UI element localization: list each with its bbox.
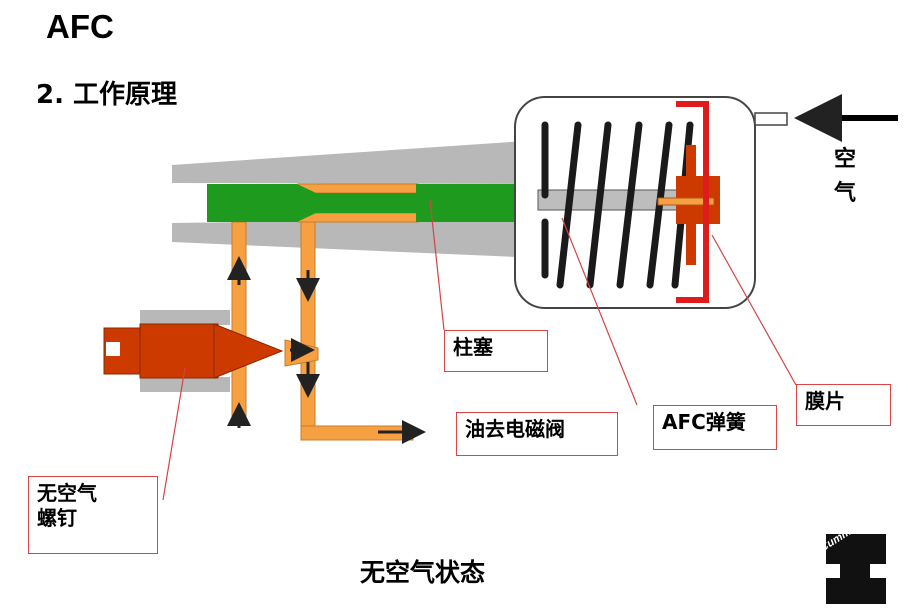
page-title: AFC <box>46 8 114 45</box>
no-air-screw-label: 无空气 螺钉 <box>28 476 158 554</box>
no-air-screw-label-line2: 螺钉 <box>37 506 77 530</box>
cummins-logo: Cummins <box>816 517 896 608</box>
air-label-line2: 气 <box>833 181 856 206</box>
plunger-label: 柱塞 <box>444 330 548 372</box>
no-air-screw <box>103 310 284 392</box>
section-subtitle: 2. 工作原理 <box>36 80 178 110</box>
air-label: 空 气 <box>830 143 860 211</box>
state-caption: 无空气状态 <box>360 558 486 587</box>
air-tube <box>754 112 788 126</box>
no-air-screw-label-line1: 无空气 <box>37 481 97 505</box>
afc-spring-label: AFC弹簧 <box>653 405 777 450</box>
to-solenoid-valve-label: 油去电磁阀 <box>456 412 618 456</box>
housing-lower <box>172 218 540 258</box>
housing-upper <box>172 140 540 184</box>
air-label-line1: 空 <box>833 147 856 172</box>
diaphragm-label: 膜片 <box>796 384 891 426</box>
leader-lines <box>162 199 797 501</box>
flow-arrows <box>227 256 426 444</box>
diaphragm <box>657 101 720 303</box>
